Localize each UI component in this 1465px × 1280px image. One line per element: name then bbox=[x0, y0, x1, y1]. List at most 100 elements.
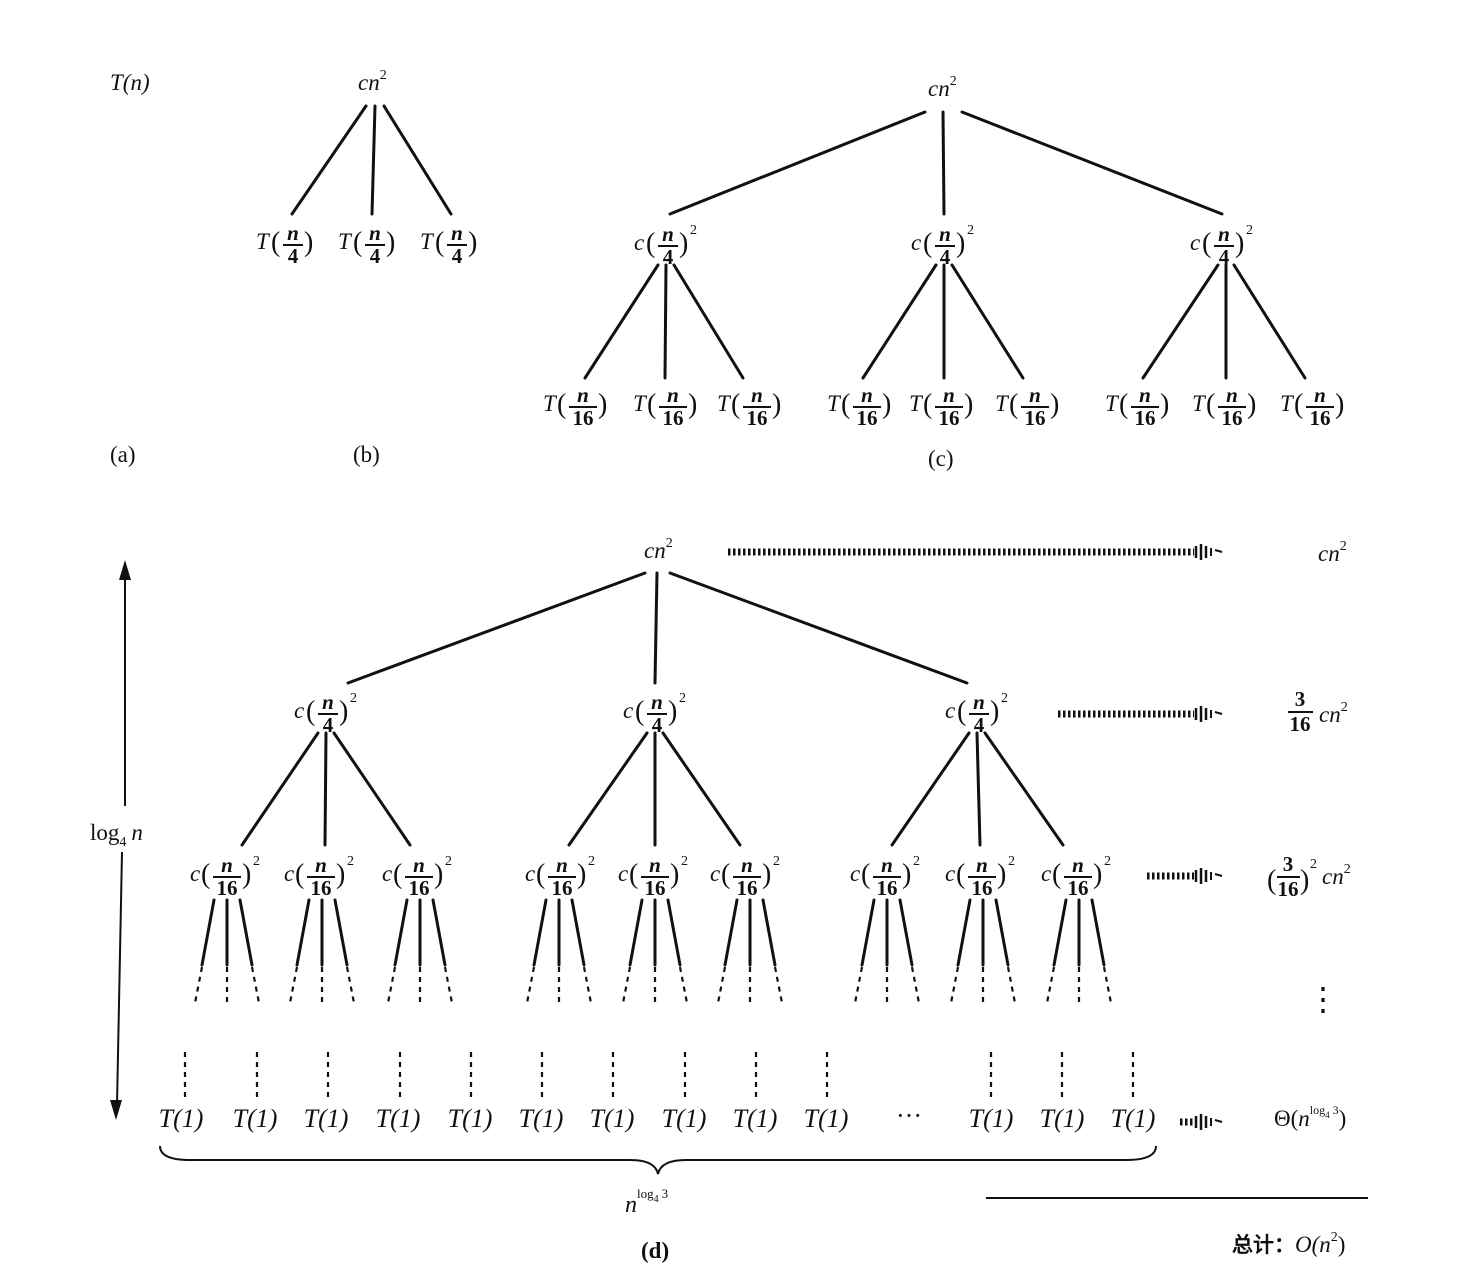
svg-text:n: n bbox=[556, 853, 568, 877]
svg-text:c: c bbox=[190, 861, 200, 886]
svg-text:n: n bbox=[221, 853, 233, 877]
leaf-brace bbox=[159, 1145, 1157, 1175]
svg-text:n: n bbox=[976, 853, 988, 877]
svg-text:(: ( bbox=[1206, 389, 1215, 420]
svg-text:(: ( bbox=[435, 227, 444, 258]
svg-text:cn2: cn2 bbox=[1319, 700, 1348, 727]
panel-c-leaf: T ( n 16 ) bbox=[543, 383, 607, 430]
svg-text:16: 16 bbox=[1310, 406, 1331, 430]
svg-text:4: 4 bbox=[288, 244, 299, 268]
svg-text:16: 16 bbox=[1278, 877, 1299, 901]
svg-text:): ) bbox=[1247, 389, 1256, 420]
leaf-connectors bbox=[183, 1052, 1135, 1098]
panel-d-level2-node: c ( n 16 ) 2 bbox=[710, 853, 780, 900]
svg-text:4: 4 bbox=[1219, 245, 1230, 269]
panel-a: T(n) (a) bbox=[110, 70, 150, 467]
panel-c-leaf: T ( n 16 ) bbox=[1192, 383, 1256, 430]
panel-d-level2-node: c ( n 16 ) 2 bbox=[1041, 853, 1111, 900]
panel-d-level2-node: c ( n 16 ) 2 bbox=[382, 853, 452, 900]
level-cost-1: 3 16 cn2 bbox=[1288, 687, 1348, 736]
svg-text:16: 16 bbox=[573, 406, 594, 430]
svg-text:2: 2 bbox=[913, 854, 920, 869]
vertical-ellipsis: ⋮ bbox=[1307, 981, 1339, 1017]
svg-text:(: ( bbox=[1202, 228, 1211, 259]
panel-c-leaf: T ( n 16 ) bbox=[909, 383, 973, 430]
svg-text:n: n bbox=[1314, 383, 1326, 407]
leaf-node: T(1) bbox=[376, 1104, 421, 1133]
svg-text:): ) bbox=[668, 696, 677, 727]
panel-d-level2-node: c ( n 16 ) 2 bbox=[850, 853, 920, 900]
svg-text:): ) bbox=[598, 389, 607, 420]
svg-text:n: n bbox=[649, 853, 661, 877]
svg-text:n: n bbox=[1072, 853, 1084, 877]
level2-fanout bbox=[193, 898, 261, 1004]
svg-text:2: 2 bbox=[1104, 854, 1111, 869]
svg-text:(: ( bbox=[1052, 859, 1061, 890]
svg-text:T: T bbox=[420, 229, 435, 254]
svg-text:): ) bbox=[902, 859, 911, 890]
svg-text:n: n bbox=[1226, 383, 1238, 407]
svg-text:): ) bbox=[688, 389, 697, 420]
panel-d-level2-node: c ( n 16 ) 2 bbox=[190, 853, 260, 900]
svg-text:n: n bbox=[413, 853, 425, 877]
svg-text:): ) bbox=[1300, 865, 1309, 896]
panel-b-child: T ( n 4 ) bbox=[420, 221, 477, 268]
panel-c-leaf: T ( n 16 ) bbox=[1280, 383, 1344, 430]
svg-text:16: 16 bbox=[737, 876, 758, 900]
svg-text:cn2: cn2 bbox=[1322, 862, 1351, 889]
svg-text:n: n bbox=[741, 853, 753, 877]
svg-text:16: 16 bbox=[311, 876, 332, 900]
svg-text:T: T bbox=[543, 391, 558, 416]
svg-text:4: 4 bbox=[663, 245, 674, 269]
svg-text:c: c bbox=[525, 861, 535, 886]
svg-text:16: 16 bbox=[663, 406, 684, 430]
svg-text:(: ( bbox=[536, 859, 545, 890]
svg-text:16: 16 bbox=[552, 876, 573, 900]
svg-text:T: T bbox=[909, 391, 924, 416]
svg-text:2: 2 bbox=[773, 854, 780, 869]
svg-text:(: ( bbox=[201, 859, 210, 890]
svg-text:n: n bbox=[651, 690, 663, 714]
svg-text:n: n bbox=[751, 383, 763, 407]
svg-text:): ) bbox=[339, 696, 348, 727]
panel-d-root: cn2 bbox=[644, 536, 673, 563]
panel-c-caption: (c) bbox=[928, 446, 954, 471]
svg-text:): ) bbox=[670, 859, 679, 890]
level2-fanout bbox=[1045, 898, 1113, 1004]
svg-text:): ) bbox=[242, 859, 251, 890]
svg-text:2: 2 bbox=[1246, 223, 1253, 238]
svg-text:n: n bbox=[939, 222, 951, 246]
svg-text:2: 2 bbox=[690, 223, 697, 238]
svg-text:n: n bbox=[861, 383, 873, 407]
svg-text:(: ( bbox=[731, 389, 740, 420]
svg-text:): ) bbox=[1235, 228, 1244, 259]
leaf-node: T(1) bbox=[590, 1104, 635, 1133]
svg-text:): ) bbox=[468, 227, 477, 258]
svg-text:T: T bbox=[1192, 391, 1207, 416]
leaf-node: T(1) bbox=[519, 1104, 564, 1133]
svg-text:(: ( bbox=[271, 227, 280, 258]
svg-text:16: 16 bbox=[972, 876, 993, 900]
svg-text:4: 4 bbox=[974, 713, 985, 737]
svg-text:16: 16 bbox=[1222, 406, 1243, 430]
svg-text:): ) bbox=[1335, 389, 1344, 420]
svg-text:c: c bbox=[382, 861, 392, 886]
svg-text:c: c bbox=[911, 230, 921, 255]
svg-text:): ) bbox=[304, 227, 313, 258]
panel-d-caption: (d) bbox=[641, 1238, 669, 1263]
svg-text:(: ( bbox=[923, 228, 932, 259]
svg-text:3: 3 bbox=[1283, 852, 1294, 876]
leaf-node: T(1) bbox=[733, 1104, 778, 1133]
level-arrow bbox=[1147, 868, 1223, 884]
svg-text:): ) bbox=[762, 859, 771, 890]
leaf-node: T(1) bbox=[1040, 1104, 1085, 1133]
level2-fanout bbox=[949, 898, 1017, 1004]
svg-text:2: 2 bbox=[347, 854, 354, 869]
svg-text:n: n bbox=[1218, 222, 1230, 246]
panel-a-root: T(n) bbox=[110, 70, 150, 95]
svg-text:2: 2 bbox=[1310, 857, 1317, 872]
svg-text:c: c bbox=[1041, 861, 1051, 886]
level-arrow bbox=[728, 544, 1223, 560]
